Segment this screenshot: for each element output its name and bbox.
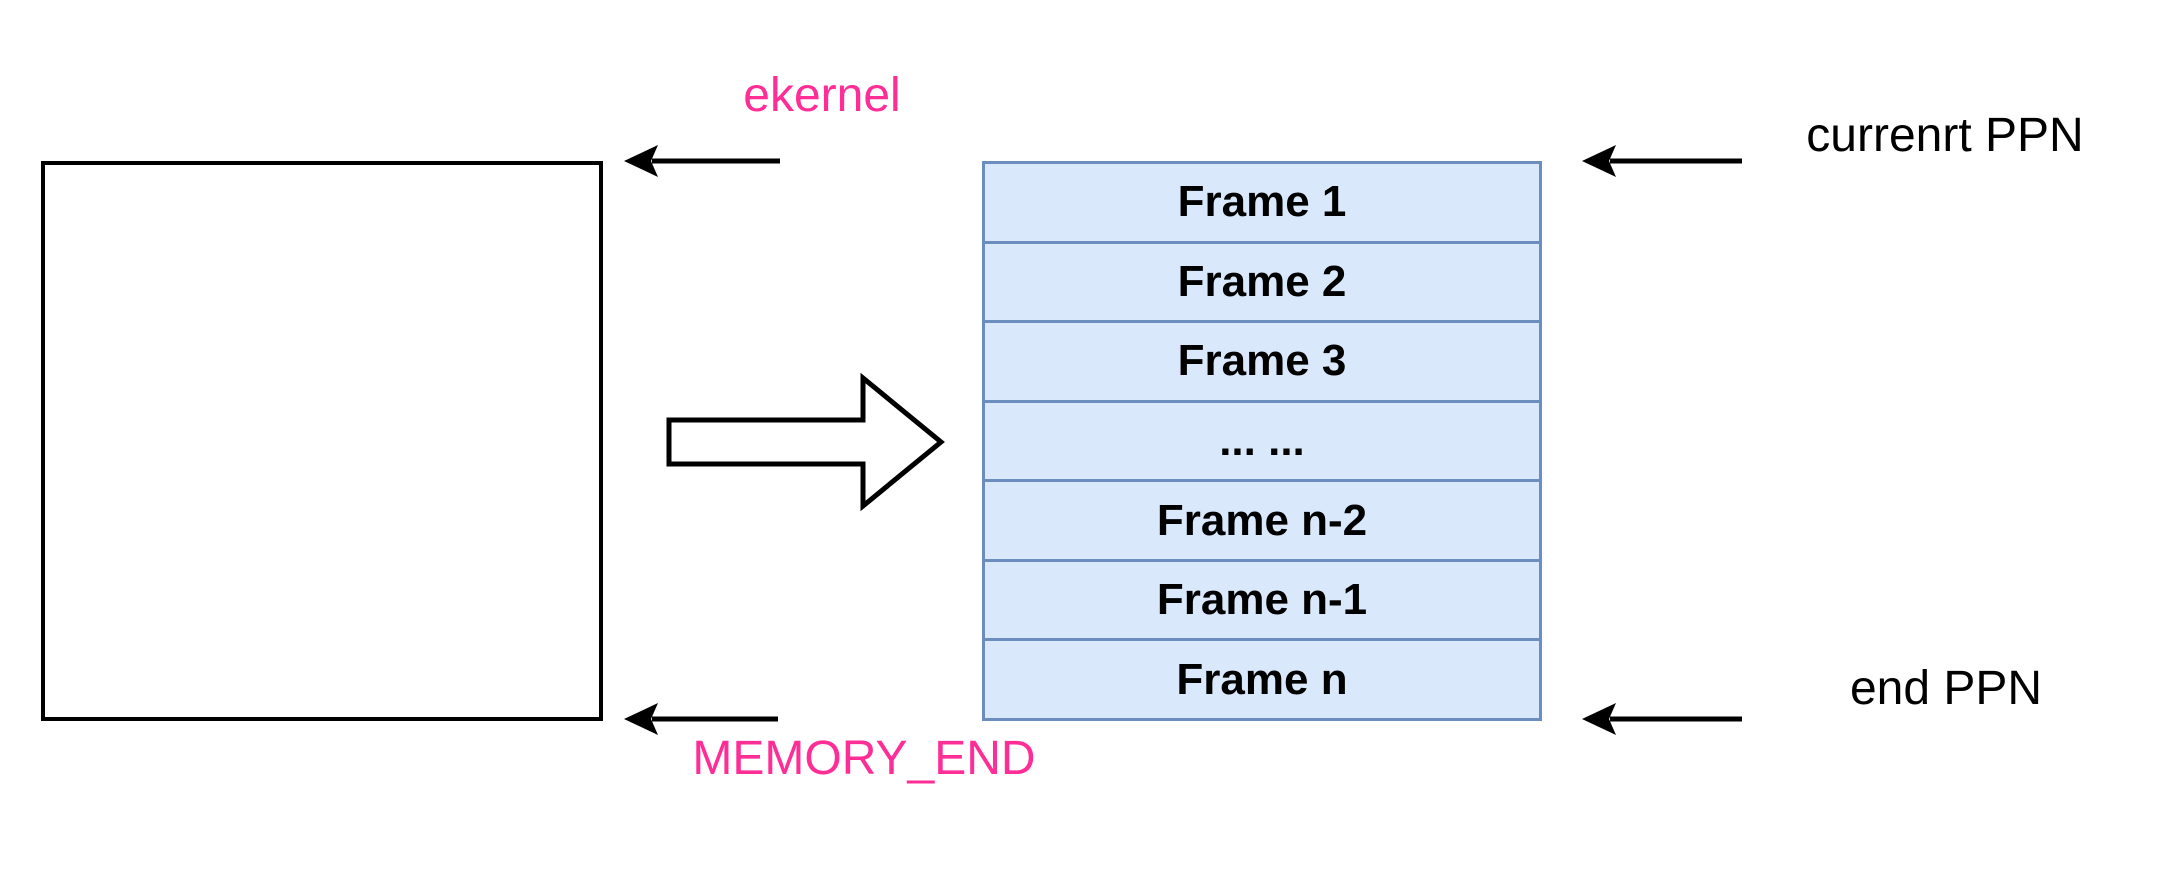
frame-stack: Frame 1 Frame 2 Frame 3 ... ... Frame n-…	[982, 161, 1542, 722]
physical-memory-box	[41, 161, 603, 721]
frame-row: Frame 1	[982, 161, 1542, 244]
block-arrow-right-icon	[666, 372, 945, 512]
current-ppn-arrow-left-icon	[1582, 145, 1742, 177]
frame-row: Frame n-1	[982, 558, 1542, 642]
memory-end-label: MEMORY_END	[692, 732, 1036, 785]
frame-row: Frame n-2	[982, 479, 1542, 562]
frame-row: Frame n	[982, 638, 1542, 722]
memory-end-arrow-left-icon	[624, 703, 778, 735]
frame-row: Frame 2	[982, 240, 1542, 324]
frame-row: Frame 3	[982, 320, 1542, 403]
end-ppn-label: end PPN	[1849, 662, 2043, 715]
current-ppn-label: currenrt PPN	[1806, 109, 2084, 162]
frame-row-ellipsis: ... ...	[982, 399, 1542, 483]
end-ppn-arrow-left-icon	[1582, 703, 1742, 735]
ekernel-label: ekernel	[743, 69, 901, 122]
ekernel-arrow-left-icon	[624, 145, 780, 177]
